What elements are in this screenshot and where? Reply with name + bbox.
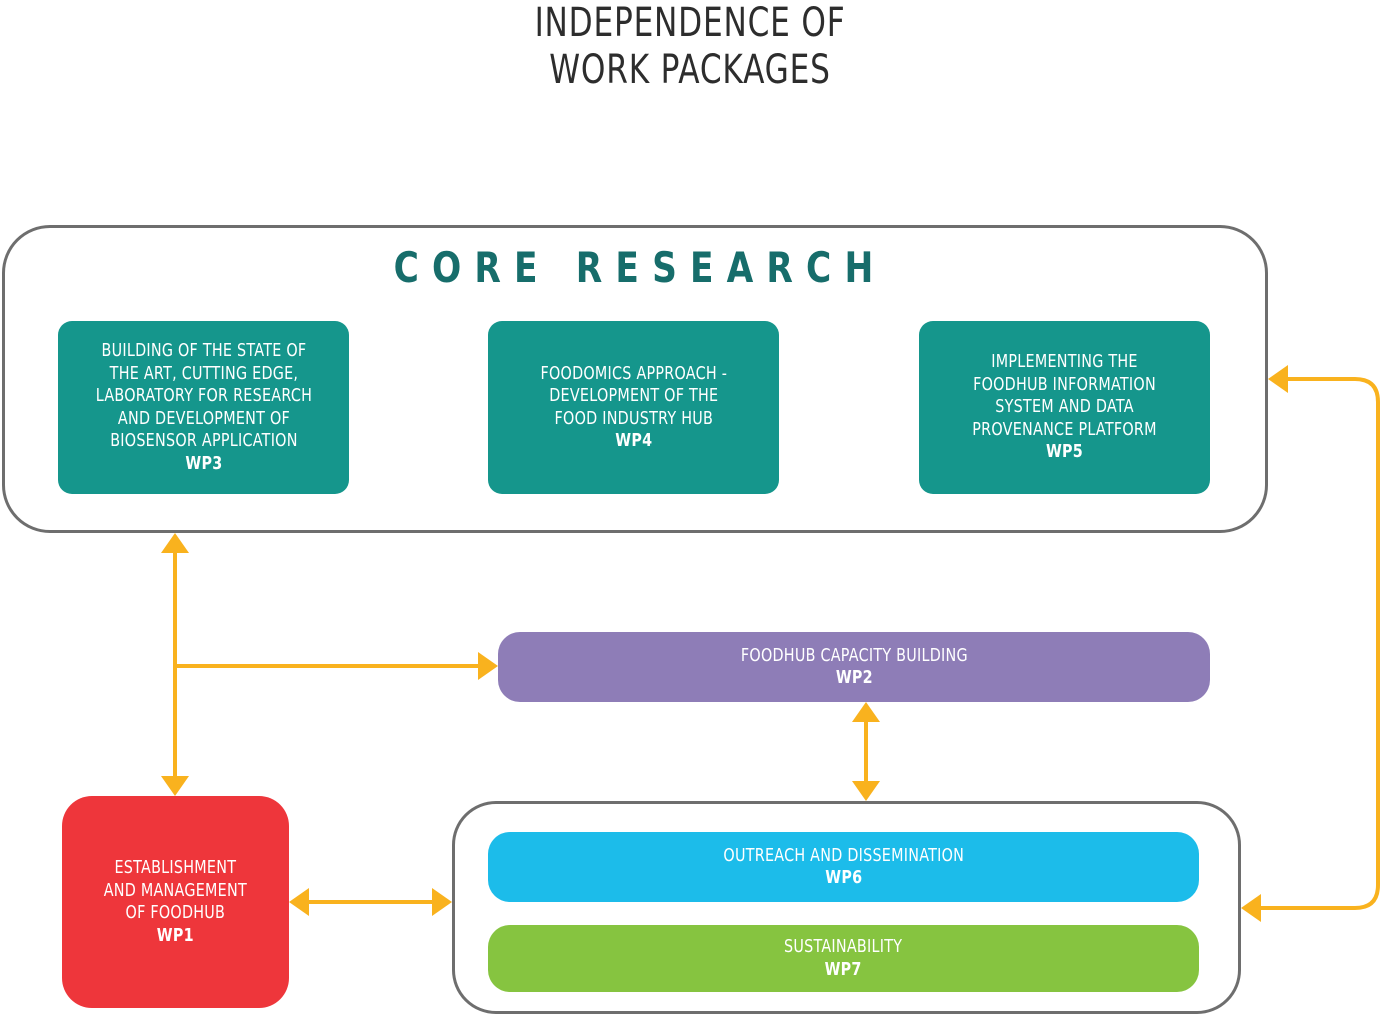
arrow-head-right-wp2 bbox=[478, 652, 498, 680]
arrow-head-up-wp2 bbox=[852, 702, 880, 722]
wp2-text: FOODHUB CAPACITY BUILDING bbox=[740, 645, 968, 666]
arrow-head-up-core bbox=[161, 533, 189, 553]
wp1-text: ESTABLISHMENT AND MANAGEMENT OF FOODHUB bbox=[103, 858, 248, 923]
arrow-head-left-group bbox=[1241, 894, 1261, 922]
arrow-right-loop-line bbox=[1256, 377, 1380, 910]
wp4-label: WP4 bbox=[614, 431, 653, 451]
wp6-label: WP6 bbox=[824, 868, 863, 888]
wp5-label: WP5 bbox=[1045, 442, 1084, 463]
wp1-box: ESTABLISHMENT AND MANAGEMENT OF FOODHUB … bbox=[62, 796, 289, 1008]
diagram-title: INDEPENDENCE OF WORK PACKAGES bbox=[456, 0, 924, 96]
wp3-label: WP3 bbox=[184, 453, 223, 474]
arrow-head-left-core bbox=[1268, 365, 1288, 393]
arrow-head-left-wp1 bbox=[289, 888, 309, 916]
wp7-label: WP7 bbox=[824, 959, 863, 980]
wp2-box: FOODHUB CAPACITY BUILDING WP2 bbox=[498, 632, 1210, 702]
wp1-label: WP1 bbox=[156, 925, 195, 946]
wp3-box: BUILDING OF THE STATE OF THE ART, CUTTIN… bbox=[58, 321, 349, 494]
arrow-head-down-group bbox=[852, 781, 880, 801]
title-line-1: INDEPENDENCE OF bbox=[534, 0, 846, 46]
core-research-label: CORE RESEARCH bbox=[393, 243, 887, 292]
arrow-head-down-wp1 bbox=[161, 776, 189, 796]
wp4-box: FOODOMICS APPROACH - DEVELOPMENT OF THE … bbox=[488, 321, 779, 494]
wp4-text: FOODOMICS APPROACH - DEVELOPMENT OF THE … bbox=[540, 363, 727, 429]
title-line-2: WORK PACKAGES bbox=[549, 47, 831, 93]
wp7-box: SUSTAINABILITY WP7 bbox=[488, 925, 1199, 992]
wp2-label: WP2 bbox=[835, 668, 873, 688]
wp3-text: BUILDING OF THE STATE OF THE ART, CUTTIN… bbox=[95, 341, 312, 451]
wp7-text: SUSTAINABILITY bbox=[784, 937, 903, 957]
wp5-box: IMPLEMENTING THE FOODHUB INFORMATION SYS… bbox=[919, 321, 1210, 494]
wp5-text: IMPLEMENTING THE FOODHUB INFORMATION SYS… bbox=[972, 352, 1157, 440]
arrow-head-right-group bbox=[432, 888, 452, 916]
wp6-text: OUTREACH AND DISSEMINATION bbox=[723, 845, 964, 866]
wp6-box: OUTREACH AND DISSEMINATION WP6 bbox=[488, 832, 1199, 902]
